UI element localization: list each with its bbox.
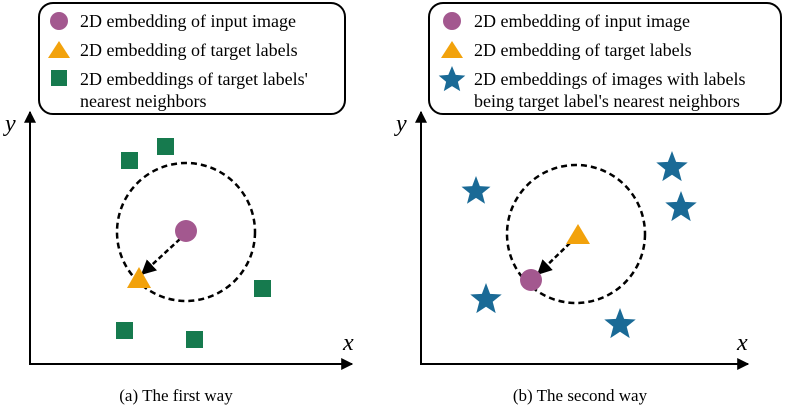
dashed-arrow [536, 242, 571, 276]
panel-b: 2D embedding of input image 2D embedding… [394, 2, 782, 405]
neighbor-square-marker [121, 152, 138, 169]
neighbor-star-marker [604, 308, 636, 339]
legend-label-neighbors-line2: nearest neighbors [80, 91, 206, 111]
legend-label-input: 2D embedding of input image [474, 11, 690, 31]
legend-label-input: 2D embedding of input image [80, 11, 296, 31]
neighbor-star-marker [656, 151, 688, 182]
caption-b: (b) The second way [513, 386, 648, 405]
legend-label-neighbors-line1: 2D embeddings of images with labels [474, 69, 745, 89]
input-image-point [175, 220, 197, 242]
target-label-point [566, 224, 590, 244]
legend-box-a [38, 2, 346, 115]
dashed-arrow [140, 238, 181, 276]
dashed-neighborhood-circle [115, 161, 257, 303]
neighbor-star-marker [470, 283, 502, 314]
x-axis-label-b: x [736, 330, 748, 356]
neighbor-star-marker [461, 176, 491, 204]
legend-box-b [428, 2, 782, 115]
legend-circle-icon [50, 12, 68, 30]
dashed-neighborhood-circle [505, 163, 647, 305]
legend-triangle-icon [441, 41, 463, 58]
legend-label-neighbors-line2: being target label's nearest neighbors [474, 91, 740, 111]
input-image-point [520, 269, 542, 291]
neighbor-square-marker [254, 280, 271, 297]
legend-square-icon [51, 70, 67, 86]
legend-label-neighbors-line1: 2D embeddings of target labels' [80, 69, 308, 89]
legend-label-target: 2D embedding of target labels [80, 40, 298, 60]
legend-star-icon [438, 66, 466, 92]
neighbor-square-marker [157, 138, 174, 155]
caption-a: (a) The first way [119, 386, 233, 405]
legend-circle-icon [443, 12, 461, 30]
legend-triangle-icon [48, 41, 70, 58]
neighbor-square-marker [116, 322, 133, 339]
neighbor-star-marker [665, 191, 697, 222]
panel-a: 2D embedding of input image 2D embedding… [3, 2, 354, 405]
target-label-point [127, 267, 151, 288]
neighbor-square-marker [186, 331, 203, 348]
legend-label-target: 2D embedding of target labels [474, 40, 692, 60]
y-axis-label-a: y [3, 111, 16, 137]
y-axis-label-b: y [394, 111, 407, 137]
x-axis-label-a: x [342, 330, 354, 356]
